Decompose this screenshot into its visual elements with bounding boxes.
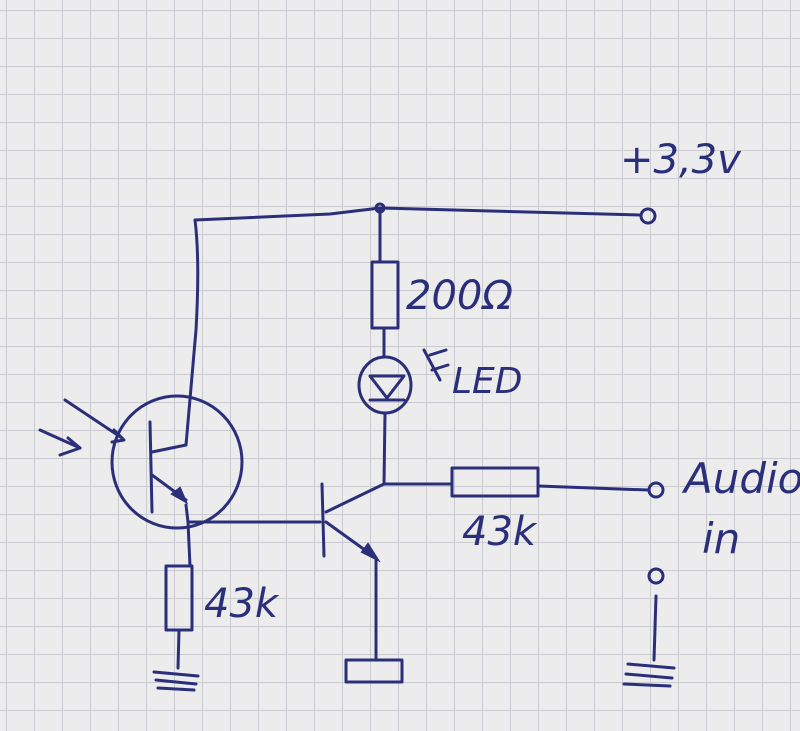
npn-transistor-symbol — [320, 482, 386, 563]
audio-coupling-resistor — [450, 466, 540, 498]
ground-symbol-center — [344, 658, 404, 684]
led-symbol — [357, 348, 450, 415]
audio-label: Audio — [684, 454, 800, 503]
ground-resistor-value-label: 43k — [204, 581, 279, 627]
supply-rail-wire — [193, 206, 642, 222]
led-to-collector-wire — [382, 411, 387, 486]
audio-resistor-value-label: 43k — [462, 509, 537, 555]
audio-in-label: in — [702, 514, 741, 563]
ground-resistor — [164, 564, 194, 632]
led-resistor-value-label: 200Ω — [406, 273, 513, 319]
audio-in-terminal — [647, 481, 665, 499]
supply-node-dot — [374, 202, 386, 214]
emitter-to-resistor-wire — [186, 520, 192, 568]
led-label: LED — [452, 361, 523, 402]
audio-input-wire — [536, 484, 650, 492]
ground-symbol-left — [152, 670, 200, 692]
led-series-resistor — [370, 260, 400, 330]
ground-symbol-right — [622, 662, 676, 688]
supply-voltage-label: +3,3v — [620, 137, 741, 183]
audio-ground-terminal — [647, 567, 665, 585]
ground-resistor-lower-wire — [176, 628, 181, 670]
supply-terminal — [639, 207, 657, 225]
base-drive-wire — [184, 503, 322, 524]
audio-ground-wire — [652, 594, 658, 662]
phototransistor-collector-wire — [184, 218, 200, 447]
phototransistor-symbol — [38, 394, 244, 530]
